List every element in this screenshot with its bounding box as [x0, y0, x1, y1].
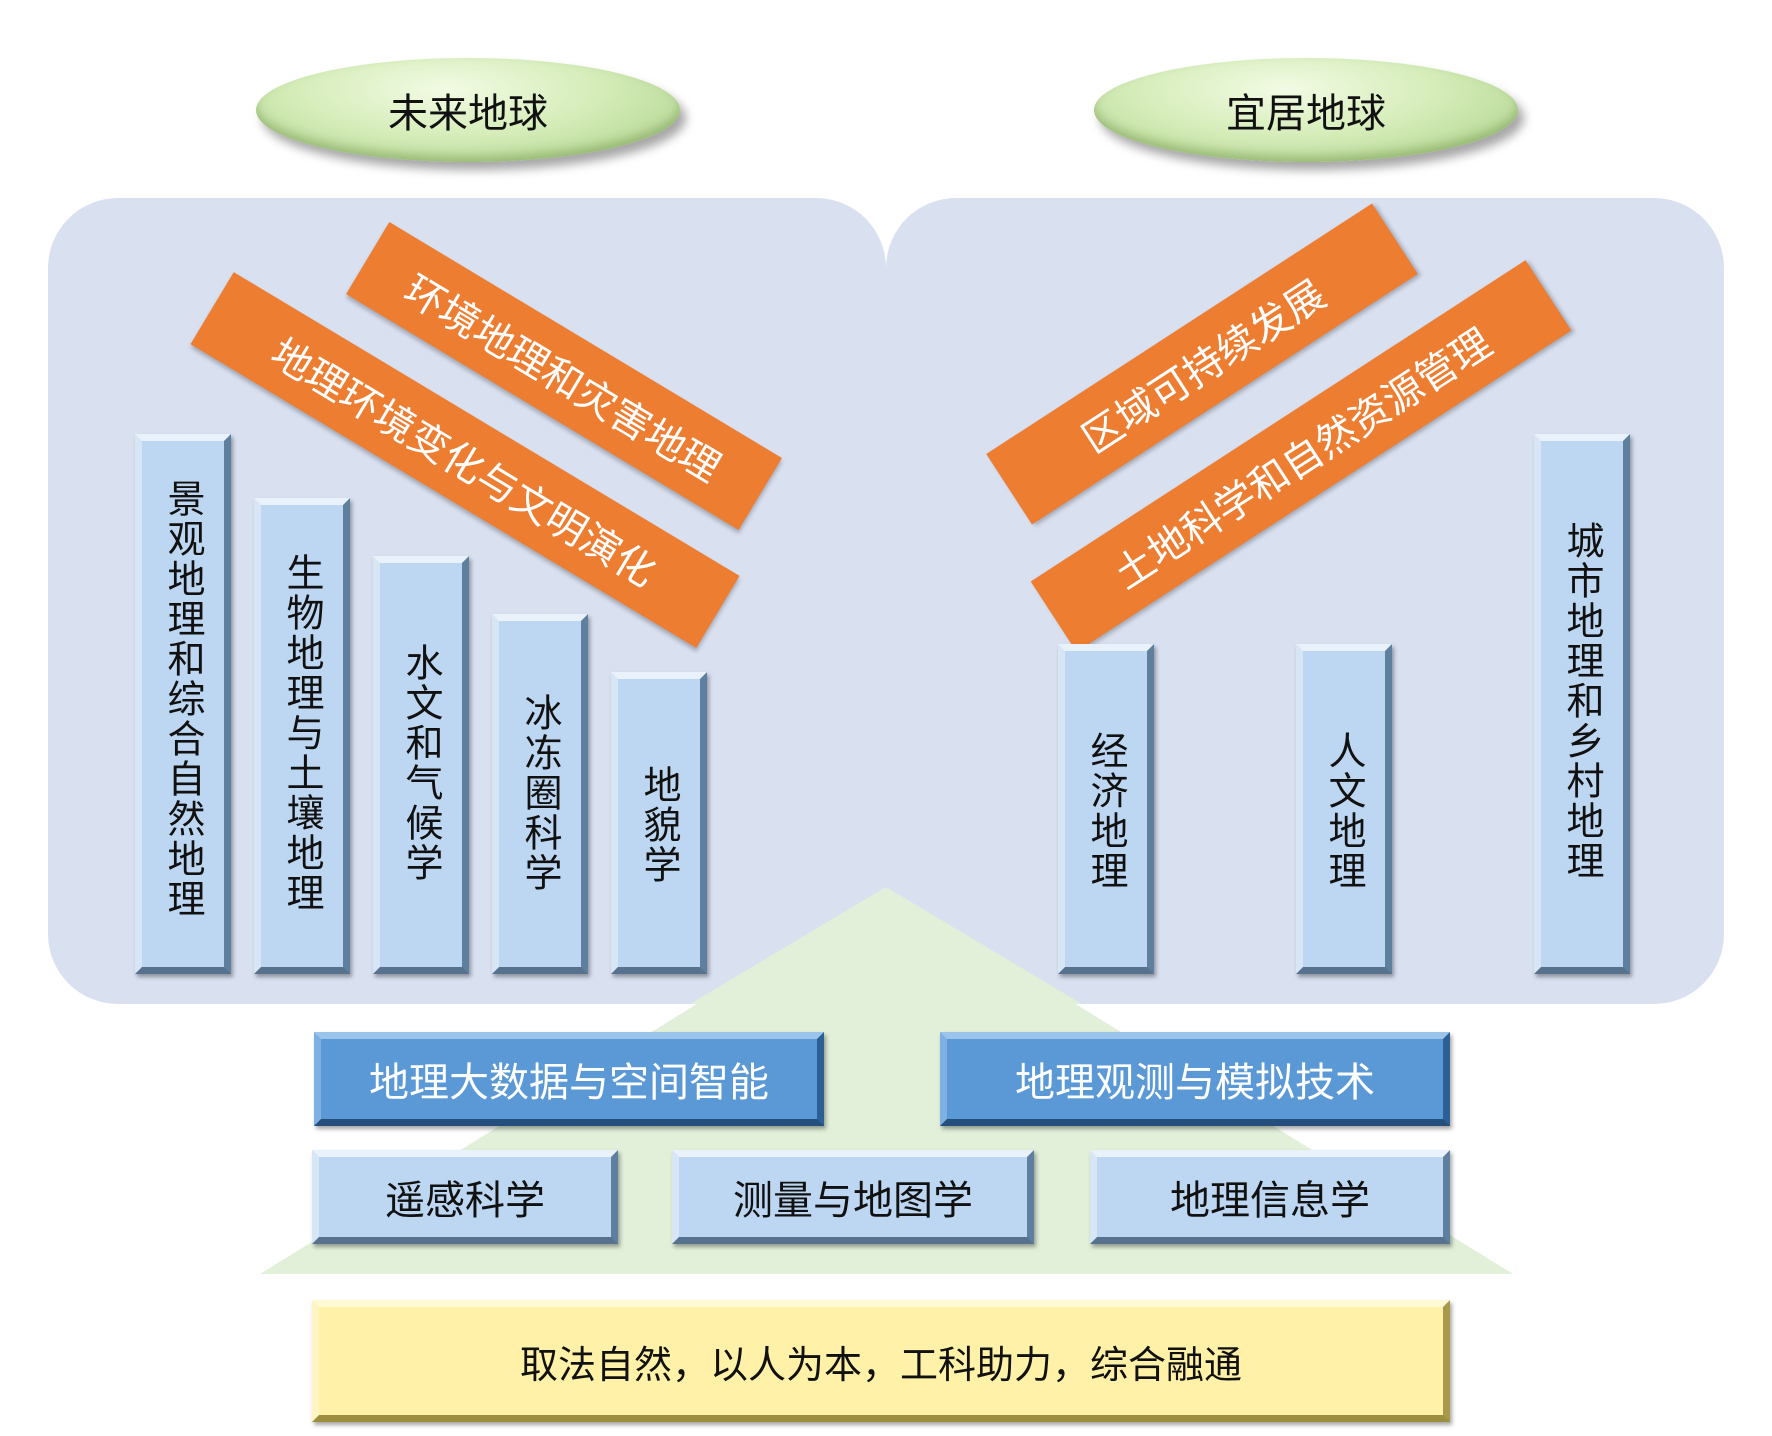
column-biogeography: 生物地理与土壤地理: [254, 498, 350, 974]
column-landscape-geography: 景观地理和综合自然地理: [135, 434, 231, 974]
column-cryosphere: 冰冻圈科学: [492, 614, 588, 974]
column-label: 水文和气候学: [399, 643, 443, 883]
column-hydrology-climate: 水文和气候学: [373, 556, 469, 974]
column-economic-geography: 经济地理: [1058, 644, 1154, 974]
column-label: 景观地理和综合自然地理: [161, 479, 205, 919]
tech-box-big-data: 地理大数据与空间智能: [314, 1032, 824, 1126]
column-human-geography: 人文地理: [1296, 644, 1392, 974]
tech-box-observation-simulation: 地理观测与模拟技术: [940, 1032, 1450, 1126]
column-label: 人文地理: [1322, 731, 1366, 891]
column-label: 地貌学: [637, 765, 681, 885]
foundation-box-remote-sensing: 遥感科学: [312, 1150, 618, 1244]
column-label: 经济地理: [1084, 731, 1128, 891]
habitable-earth-oval: 宜居地球: [1094, 58, 1518, 162]
column-label: 城市地理和乡村地理: [1560, 521, 1604, 881]
future-earth-oval: 未来地球: [256, 58, 680, 162]
foundation-box-geoinformatics: 地理信息学: [1090, 1150, 1450, 1244]
foundation-box-surveying-cartography: 测量与地图学: [672, 1150, 1034, 1244]
column-geomorphology: 地貌学: [611, 672, 707, 974]
column-urban-rural-geography: 城市地理和乡村地理: [1534, 434, 1630, 974]
column-label: 生物地理与土壤地理: [280, 553, 324, 913]
base-motto-box: 取法自然，以人为本，工科助力，综合融通: [312, 1300, 1450, 1422]
column-label: 冰冻圈科学: [518, 693, 562, 893]
